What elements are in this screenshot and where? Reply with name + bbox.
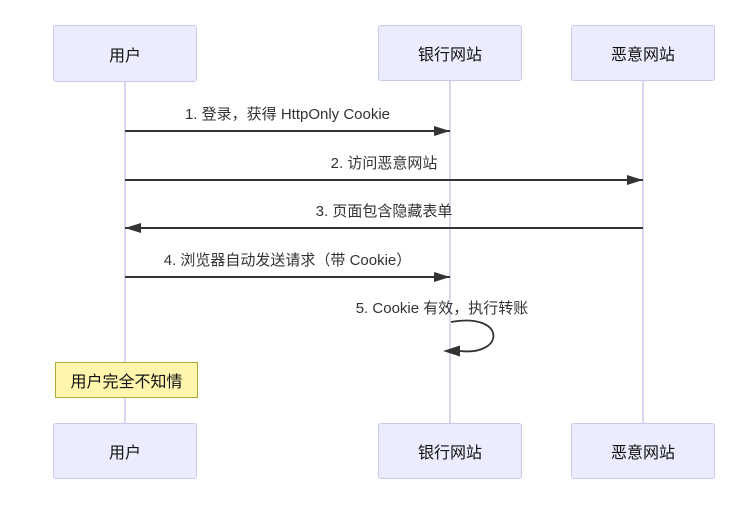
message-1-label: 1. 登录，获得 HttpOnly Cookie: [184, 106, 391, 123]
message-3-label: 3. 页面包含隐藏表单: [315, 203, 453, 220]
actor-box-evil-site-bottom: 恶意网站: [571, 423, 715, 479]
self-loop-arrowhead-icon: [443, 345, 460, 357]
message-2-line: [125, 179, 643, 181]
message-4-line: [125, 276, 450, 278]
note-box: 用户完全不知情: [55, 362, 198, 398]
lifeline-bank-site: [449, 81, 451, 424]
actor-box-bank-site-top: 银行网站: [378, 25, 522, 81]
message-1-arrowhead-icon: [434, 126, 450, 136]
message-2-label: 2. 访问恶意网站: [330, 155, 438, 172]
note-label: 用户完全不知情: [70, 374, 183, 391]
actor-box-user-top: 用户: [53, 25, 197, 82]
message-3-arrowhead-icon: [125, 223, 141, 233]
actor-label-bank-site-bottom: 银行网站: [417, 445, 482, 462]
actor-label-bank-site-top: 银行网站: [417, 47, 482, 64]
actor-label-evil-site-top: 恶意网站: [610, 47, 675, 64]
self-loop-curve: [450, 319, 495, 353]
actor-label-evil-site-bottom: 恶意网站: [610, 445, 675, 462]
actor-box-user-bottom: 用户: [53, 423, 197, 479]
message-3-line: [125, 227, 643, 229]
actor-label-user-top: 用户: [108, 47, 141, 65]
message-5-self-loop-arrow-icon: [443, 319, 495, 357]
actor-label-user-bottom: 用户: [108, 445, 141, 462]
lifeline-evil-site: [642, 81, 644, 424]
message-1-line: [125, 130, 450, 132]
message-4-label: 4. 浏览器自动发送请求（带 Cookie）: [163, 252, 412, 269]
actor-box-evil-site-top: 恶意网站: [571, 25, 715, 81]
lifeline-user: [124, 81, 126, 424]
message-5-label: 5. Cookie 有效，执行转账: [355, 300, 529, 317]
message-2-arrowhead-icon: [627, 175, 643, 185]
message-4-arrowhead-icon: [434, 272, 450, 282]
actor-box-bank-site-bottom: 银行网站: [378, 423, 522, 479]
